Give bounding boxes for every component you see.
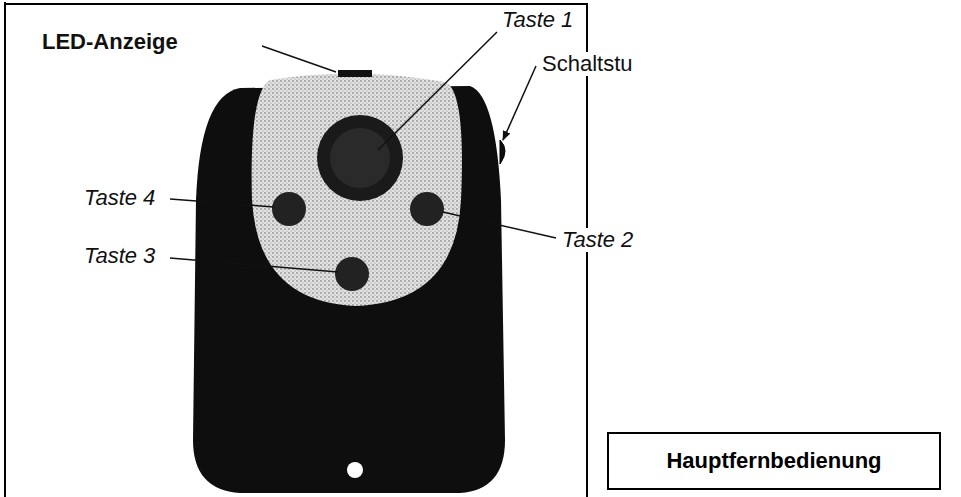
button-label: Taste 4 [82, 186, 157, 210]
button-1-center [330, 128, 390, 188]
button-label: Taste 3 [82, 244, 157, 268]
switch-bump [500, 140, 505, 164]
remote-face [252, 73, 462, 306]
caption-text: Hauptfernbedienung [666, 448, 881, 474]
lanyard-hole [347, 462, 363, 478]
button-2 [410, 192, 444, 226]
caption-box: Hauptfernbedienung [607, 432, 941, 490]
led [338, 70, 372, 77]
button-3 [335, 257, 369, 291]
button-4 [272, 192, 306, 226]
button-1 [317, 115, 403, 201]
leader-lines [170, 32, 556, 272]
part-label: Schaltstu [540, 52, 635, 76]
part-label: LED-Anzeige [40, 30, 180, 54]
button-label: Taste 1 [500, 8, 575, 32]
frame [5, 2, 587, 497]
button-label: Taste 2 [560, 228, 635, 252]
